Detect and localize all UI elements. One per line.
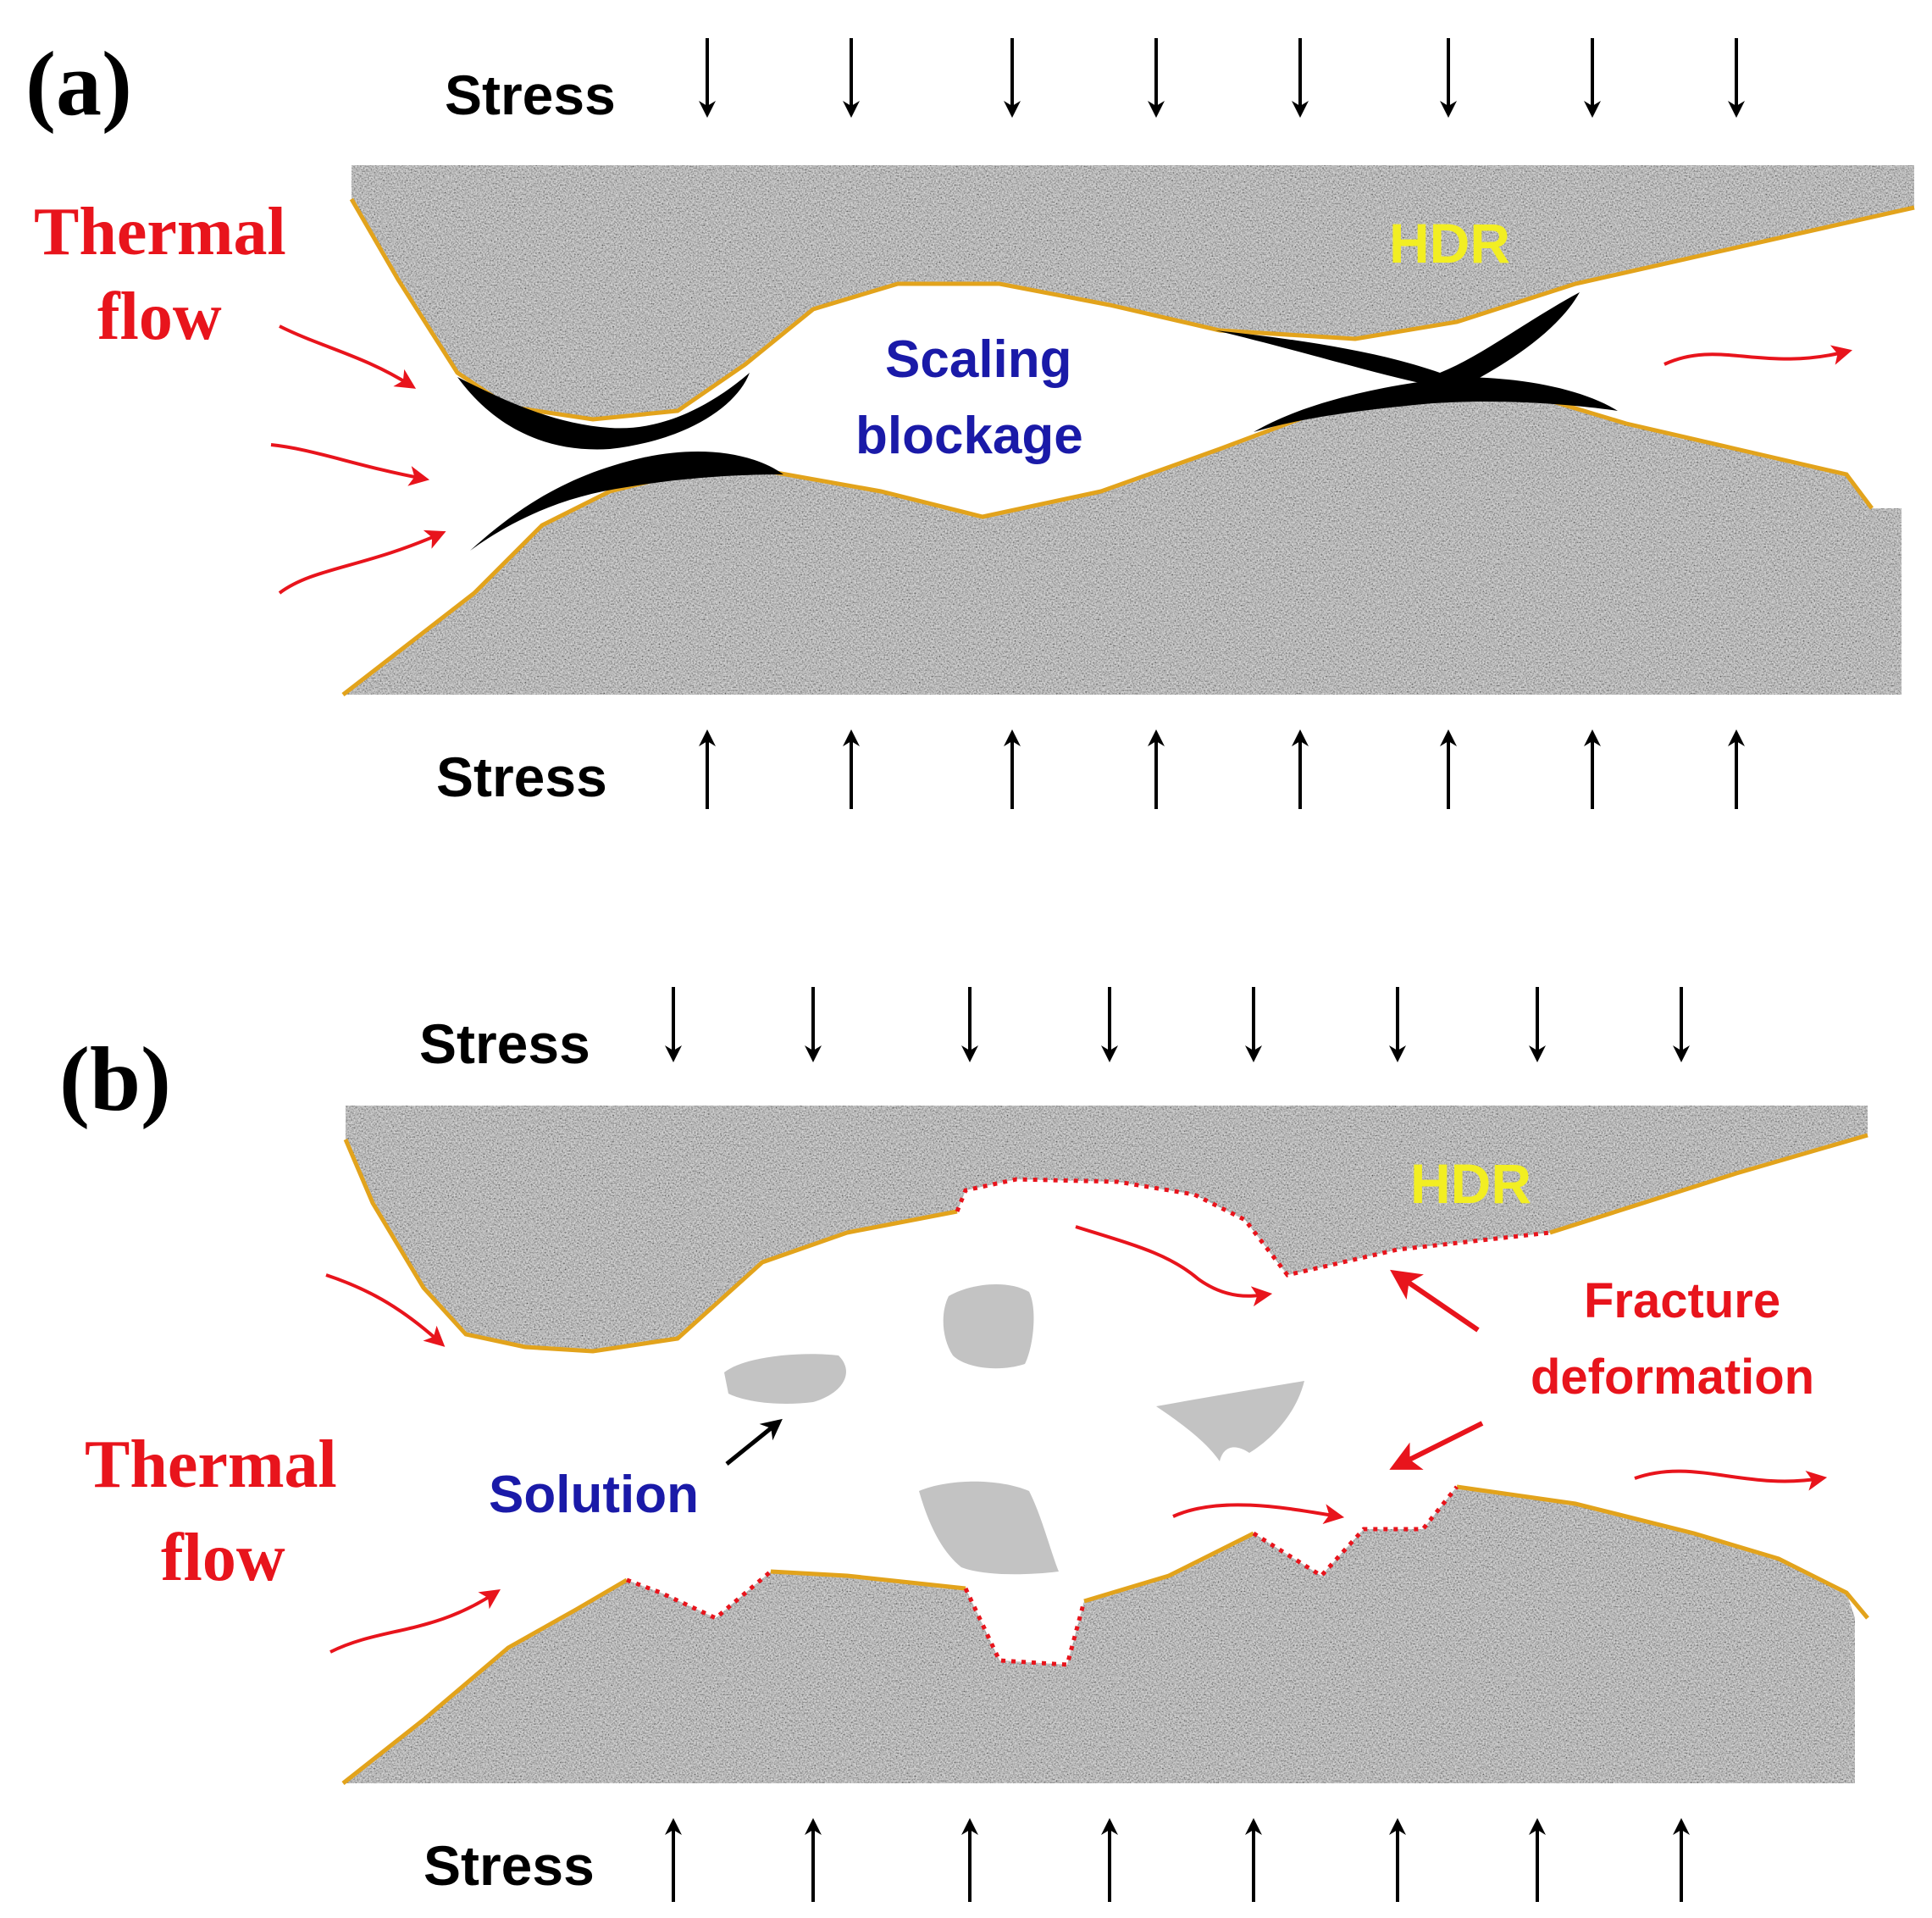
flow-arrow-a-2 [270, 443, 430, 486]
rock-fragments [724, 1283, 1304, 1575]
lower-rock-a [341, 387, 1902, 696]
hdr-b-label: HDR [1410, 1152, 1531, 1215]
stress-bottom-b-label: Stress [423, 1834, 595, 1897]
stress-arrows-top-a [699, 38, 1745, 118]
dissolution-pit-b-2 [963, 1587, 1087, 1667]
flow-arrow-b-out [1634, 1469, 1828, 1491]
thermal-flow-b-line1: Thermal [85, 1427, 337, 1502]
stress-arrows-bottom-a [699, 729, 1745, 809]
upper-surface-line-b [343, 1139, 958, 1354]
upper-rock-b [343, 1106, 1868, 1354]
fracture-label-line2: deformation [1531, 1350, 1814, 1405]
fragment-3 [1156, 1381, 1304, 1461]
panel-a-label: (a) [25, 34, 132, 135]
thermal-flow-arrows-b [325, 1225, 1828, 1654]
scaling-blockage-line1: Scaling [885, 330, 1072, 389]
lower-surface-line-b-3 [1083, 1531, 1255, 1604]
fracture-label-line1: Fracture [1584, 1273, 1780, 1328]
scaling-deposits [457, 292, 1618, 551]
fragment-2 [943, 1283, 1034, 1369]
flow-arrow-b-mid-top [1075, 1225, 1273, 1307]
stress-top-b-label: Stress [419, 1012, 590, 1075]
lower-surface-line-b-1 [341, 1577, 628, 1785]
fragment-4 [919, 1481, 1059, 1575]
fracture-pointer-arrow-down [1389, 1421, 1484, 1470]
lower-surface-line-a [341, 387, 1874, 696]
scaling-blockage-line2: blockage [855, 407, 1083, 465]
lower-surface-line-b-2 [770, 1569, 966, 1591]
solution-label: Solution [489, 1466, 699, 1524]
stress-top-a-label: Stress [445, 64, 616, 126]
flow-arrow-a-3 [278, 529, 446, 595]
lower-surface-line-b-4 [1456, 1484, 1869, 1620]
panel-b: (b) Stress Stress [59, 987, 1869, 1902]
dissolution-pit-b-3 [1252, 1485, 1459, 1579]
fracture-pointer-arrow-up [1390, 1269, 1480, 1333]
thermal-flow-b-line2: flow [161, 1521, 285, 1595]
solution-pointer-arrow [725, 1418, 783, 1466]
flow-arrow-b-in-top [325, 1273, 446, 1347]
thermal-flow-a-line1: Thermal [34, 195, 286, 269]
stress-arrows-bottom-b [665, 1818, 1690, 1902]
stress-bottom-a-label: Stress [436, 746, 607, 808]
dissolution-pit-b-1 [626, 1570, 772, 1621]
flow-arrow-a-out [1664, 345, 1852, 366]
lower-rock-b [341, 1484, 1869, 1785]
flow-arrow-a-1 [279, 324, 417, 389]
stress-arrows-top-b [665, 987, 1690, 1062]
thermal-flow-arrows-a [270, 324, 1852, 595]
panel-a: (a) Stress Stress Thermal flow HDR Scali… [25, 34, 1915, 809]
upper-rock-a [349, 165, 1915, 422]
panel-b-label: (b) [59, 1029, 171, 1130]
hdr-a-label: HDR [1389, 212, 1510, 274]
flow-arrow-b-mid-bottom [1172, 1503, 1345, 1525]
thermal-flow-a-line2: flow [97, 280, 222, 354]
fragment-1 [724, 1354, 846, 1404]
upper-surface-line-b-right [1549, 1133, 1868, 1235]
flow-arrow-b-in-bottom [329, 1589, 501, 1654]
